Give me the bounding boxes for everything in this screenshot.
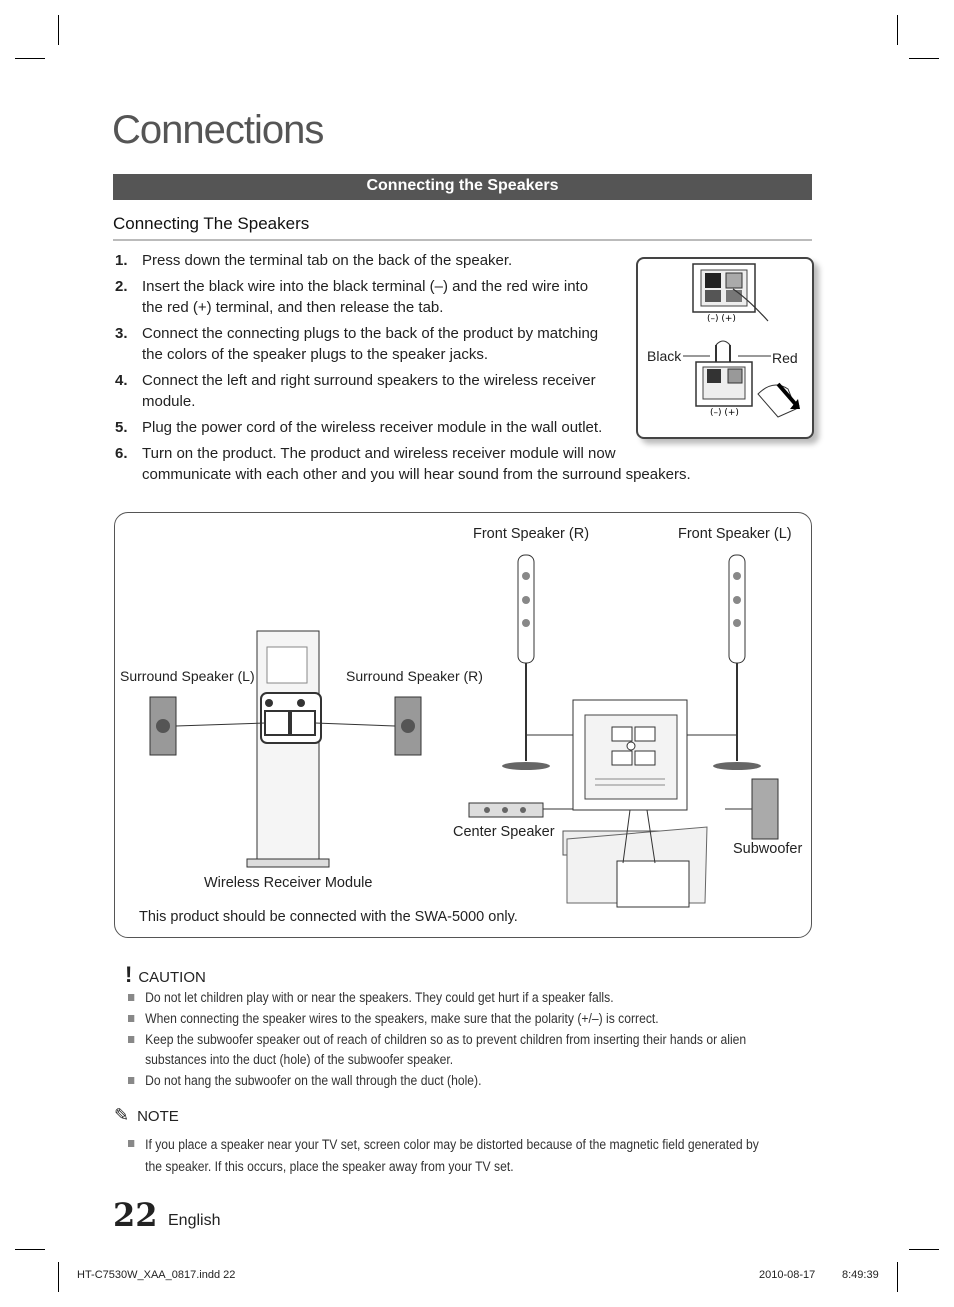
page-language: English <box>168 1212 221 1229</box>
caution-heading: ! CAUTION <box>125 962 206 988</box>
caution-text: When connecting the speaker wires to the… <box>145 1011 659 1026</box>
caution-text: Do not let children play with or near th… <box>145 990 614 1005</box>
steps-list: 1. Press down the terminal tab on the bac… <box>113 250 703 490</box>
crop-mark <box>897 15 898 45</box>
note-text: If you place a speaker near your TV set,… <box>145 1137 759 1174</box>
crop-mark <box>909 58 939 59</box>
bullet-icon <box>128 1140 135 1147</box>
footer-time: 8:49:39 <box>842 1269 879 1281</box>
section-bar: Connecting the Speakers <box>113 174 812 200</box>
list-item: Keep the subwoofer speaker out of reach … <box>128 1030 802 1070</box>
connection-illustration <box>149 554 779 908</box>
crop-mark <box>15 1249 45 1250</box>
step-item: 5. Plug the power cord of the wireless re… <box>113 417 703 438</box>
terminal-illustration: (–) (+) (–) (+) <box>683 263 800 418</box>
swa-note: This product should be connected with th… <box>139 909 518 925</box>
surround-speaker-r-label: Surround Speaker (R) <box>346 668 483 684</box>
list-item: Do not hang the subwoofer on the wall th… <box>128 1071 829 1091</box>
bullet-icon <box>128 1036 135 1043</box>
list-item: Do not let children play with or near th… <box>128 988 829 1008</box>
crop-mark <box>15 58 45 59</box>
step-text: Plug the power cord of the wireless rece… <box>142 419 603 436</box>
wireless-receiver-module-label: Wireless Receiver Module <box>204 875 373 891</box>
front-speaker-r-label: Front Speaker (R) <box>473 526 590 542</box>
step-number: 5. <box>115 419 128 436</box>
step-number: 3. <box>115 325 128 342</box>
note-title: NOTE <box>137 1108 179 1125</box>
crop-mark <box>909 1249 939 1250</box>
footer-file: HT-C7530W_XAA_0817.indd 22 <box>77 1269 236 1281</box>
chapter-title: Connections <box>112 108 324 152</box>
step-number: 4. <box>115 372 128 389</box>
note-heading: ✎ NOTE <box>114 1105 179 1126</box>
step-item: 4. Connect the left and right surround sp… <box>113 370 703 412</box>
bullet-icon <box>128 1077 135 1084</box>
polarity-bottom: (–) (+) <box>710 408 739 418</box>
footer-date: 2010-08-17 <box>759 1269 816 1281</box>
exclamation-icon: ! <box>125 962 133 987</box>
sub-heading: Connecting The Speakers <box>113 214 310 233</box>
caution-list: Do not let children play with or near th… <box>128 988 818 1092</box>
heading-rule <box>113 239 812 241</box>
page-number: 22 <box>113 1196 158 1234</box>
front-speaker-l-shape <box>713 554 761 770</box>
step-item: 3. Connect the connecting plugs to the ba… <box>113 323 703 365</box>
pencil-icon: ✎ <box>114 1105 130 1125</box>
crop-mark <box>897 1262 898 1292</box>
note-list: If you place a speaker near your TV set,… <box>128 1134 818 1179</box>
connection-diagram: Front Speaker (R) Front Speaker (L) Surr… <box>114 512 812 938</box>
step-text: Turn on the product. The product and wir… <box>142 445 691 483</box>
red-label: Red <box>772 350 798 366</box>
list-item: When connecting the speaker wires to the… <box>128 1009 829 1029</box>
center-speaker-label: Center Speaker <box>453 824 555 840</box>
caution-title: CAUTION <box>138 969 206 986</box>
subwoofer-label: Subwoofer <box>733 841 803 857</box>
crop-mark <box>58 15 59 45</box>
crop-mark <box>58 1262 59 1292</box>
step-text: Insert the black wire into the black ter… <box>142 278 589 316</box>
step-text: Connect the left and right surround spea… <box>142 372 596 410</box>
surround-speaker-l-label: Surround Speaker (L) <box>120 668 255 684</box>
step-item: 1. Press down the terminal tab on the bac… <box>113 250 703 271</box>
step-text: Connect the connecting plugs to the back… <box>142 325 599 363</box>
caution-text: Keep the subwoofer speaker out of reach … <box>145 1032 747 1067</box>
step-item: 2. Insert the black wire into the black t… <box>113 276 703 318</box>
terminal-figure: (–) (+) (–) (+) Black Red <box>636 257 814 439</box>
step-number: 2. <box>115 278 128 295</box>
caution-text: Do not hang the subwoofer on the wall th… <box>145 1073 482 1088</box>
step-text: Press down the terminal tab on the back … <box>142 252 513 269</box>
front-speaker-l-label: Front Speaker (L) <box>678 526 792 542</box>
step-item: 6. Turn on the product. The product and w… <box>113 443 703 485</box>
bullet-icon <box>128 1015 135 1022</box>
step-number: 6. <box>115 445 128 462</box>
polarity-top: (–) (+) <box>707 314 736 324</box>
front-speaker-r-shape <box>502 554 550 770</box>
step-number: 1. <box>115 252 128 269</box>
black-label: Black <box>647 348 682 364</box>
bullet-icon <box>128 994 135 1001</box>
list-item: If you place a speaker near your TV set,… <box>128 1134 775 1178</box>
